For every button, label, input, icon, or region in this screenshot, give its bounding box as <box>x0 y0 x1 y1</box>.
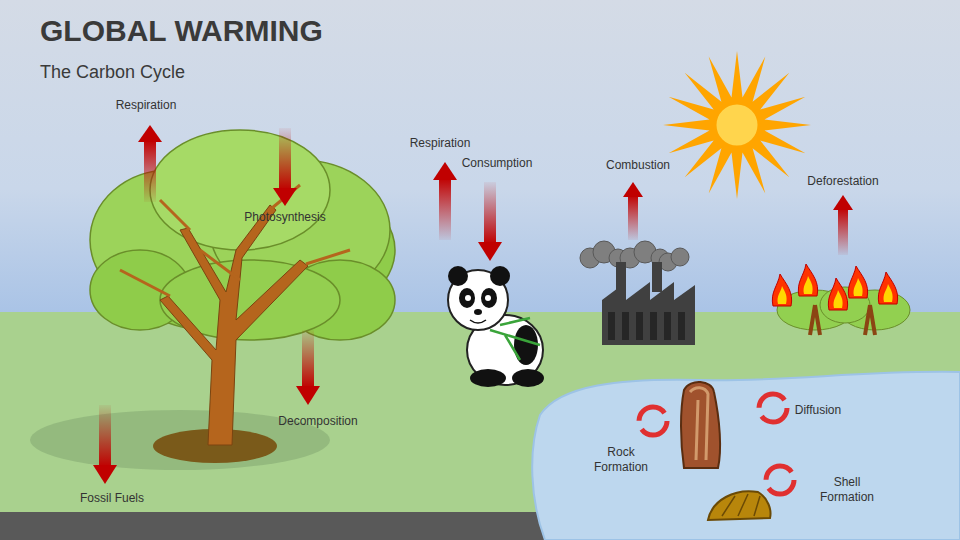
process-label: Deforestation <box>807 174 878 189</box>
flame-core <box>804 276 813 294</box>
flame-core <box>854 278 863 296</box>
factory <box>580 241 695 345</box>
rock <box>681 382 720 468</box>
flame <box>828 278 847 310</box>
process-label: Shell Formation <box>812 475 882 505</box>
tree <box>30 130 395 470</box>
slide-title: GLOBAL WARMING <box>40 14 323 48</box>
rock-highlight <box>690 388 708 460</box>
flame <box>798 264 817 296</box>
ground <box>0 312 960 540</box>
process-label: Consumption <box>462 156 533 171</box>
process-label: Rock Formation <box>586 445 656 475</box>
flame <box>772 274 791 306</box>
burning-forest <box>772 264 910 335</box>
road <box>0 512 620 540</box>
shell-ridges <box>722 494 760 516</box>
slide-subtitle: The Carbon Cycle <box>40 62 185 83</box>
process-label: Photosynthesis <box>244 210 325 225</box>
flame-core <box>778 286 787 304</box>
flame <box>878 272 897 304</box>
cycle-rings <box>639 394 794 494</box>
panda <box>448 266 544 387</box>
flame <box>848 266 867 298</box>
water <box>532 372 960 540</box>
flame-core <box>884 284 893 302</box>
process-label: Decomposition <box>278 414 357 429</box>
flame-core <box>834 290 843 308</box>
process-label: Diffusion <box>795 403 841 418</box>
flow-arrows <box>93 125 853 484</box>
process-label: Combustion <box>606 158 670 173</box>
process-label: Respiration <box>410 136 471 151</box>
process-label: Respiration <box>116 98 177 113</box>
sun <box>663 51 811 199</box>
shell <box>708 491 771 520</box>
process-label: Fossil Fuels <box>80 491 144 506</box>
